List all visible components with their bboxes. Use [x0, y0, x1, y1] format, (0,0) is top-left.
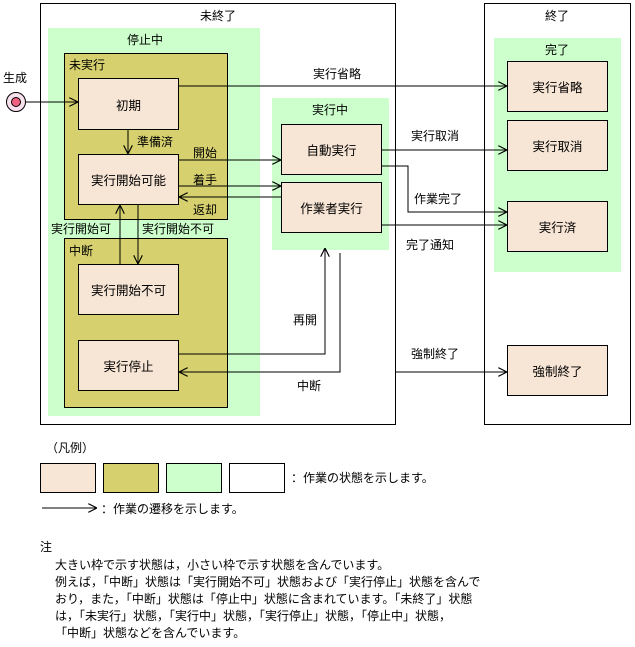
arrow-saikai [179, 248, 325, 355]
seisei-label: 生成 [3, 71, 28, 85]
label-henkyaku: 返却 [193, 203, 218, 217]
jikkochu-label: 実行中 [311, 103, 349, 117]
label-kaishi: 開始 [193, 146, 218, 160]
label-jikko-torikeshi: 実行取消 [411, 129, 460, 143]
label-kyosei-shuryo: 強制終了 [411, 347, 460, 361]
teishichu-label: 停止中 [126, 33, 164, 47]
legend-title: （凡例） [46, 441, 95, 455]
label-saikai: 再開 [293, 313, 318, 327]
state-jido-jikko: 自動実行 [281, 124, 382, 175]
state-kyosei-shuryo: 強制終了 [507, 345, 608, 396]
legend-transition-desc: ：作業の遷移を示します。 [101, 502, 244, 516]
state-jikko-kaishi-fuka: 実行開始不可 [78, 264, 179, 315]
state-jikko-shoryaku: 実行省略 [507, 61, 608, 112]
arrow-sagyo-kanryo [382, 165, 507, 212]
note-line-2: 例えば，「中断」状態は「実行開始不可」状態および「実行停止」状態を含んで [55, 575, 481, 589]
state-jikko-torikeshi: 実行取消 [507, 120, 608, 171]
note-line-3: おり，また，「中断」状態は「停止中」状態に含まれています。「未終了」状態 [55, 592, 473, 606]
legend-swatch-state [40, 463, 96, 493]
state-jikko-teishi: 実行停止 [78, 340, 179, 391]
note-line-5: 「中断」状態などを含んでいます。 [55, 626, 246, 640]
state-sagyosha-jikko: 作業者実行 [281, 182, 382, 233]
mishuryo-label: 未終了 [199, 9, 237, 23]
label-sagyo-kanryo: 作業完了 [414, 192, 463, 206]
label-kanryo-tsuchi: 完了通知 [406, 238, 455, 252]
note-line-1: 大きい枠で示す状態は，小さい枠で示す状態を含んでいます。 [55, 558, 390, 572]
legend-swatch-olive [103, 463, 159, 493]
label-jikko-kaishi-fuka: 実行開始不可 [142, 222, 215, 236]
legend-swatch-white [229, 463, 285, 493]
arrow-chudan [179, 253, 341, 372]
note-line-4: は，「未実行」状態，「実行中」状態，「実行停止」状態，「停止中」状態， [55, 609, 452, 623]
label-chudan: 中断 [297, 379, 322, 393]
state-jikko-kaishi-kano: 実行開始可能 [78, 154, 179, 205]
chudan-group-label: 中断 [69, 244, 94, 258]
label-junbizumi: 準備済 [137, 135, 174, 149]
label-jikko-kaishi-ka: 実行開始可 [51, 222, 112, 236]
note-title: 注 [40, 540, 53, 554]
shuryo-label: 終了 [544, 9, 570, 23]
label-jikko-shoryaku: 実行省略 [313, 67, 362, 81]
state-shoki: 初期 [78, 78, 179, 130]
label-chakushu: 着手 [193, 173, 218, 187]
initial-state-icon [6, 92, 26, 112]
legend-swatch-green [166, 463, 222, 493]
kanryo-label: 完了 [544, 43, 570, 57]
state-jikkozumi: 実行済 [507, 201, 608, 252]
legend-state-desc: ：作業の状態を示します。 [291, 471, 434, 485]
mijikko-label: 未実行 [69, 58, 106, 72]
